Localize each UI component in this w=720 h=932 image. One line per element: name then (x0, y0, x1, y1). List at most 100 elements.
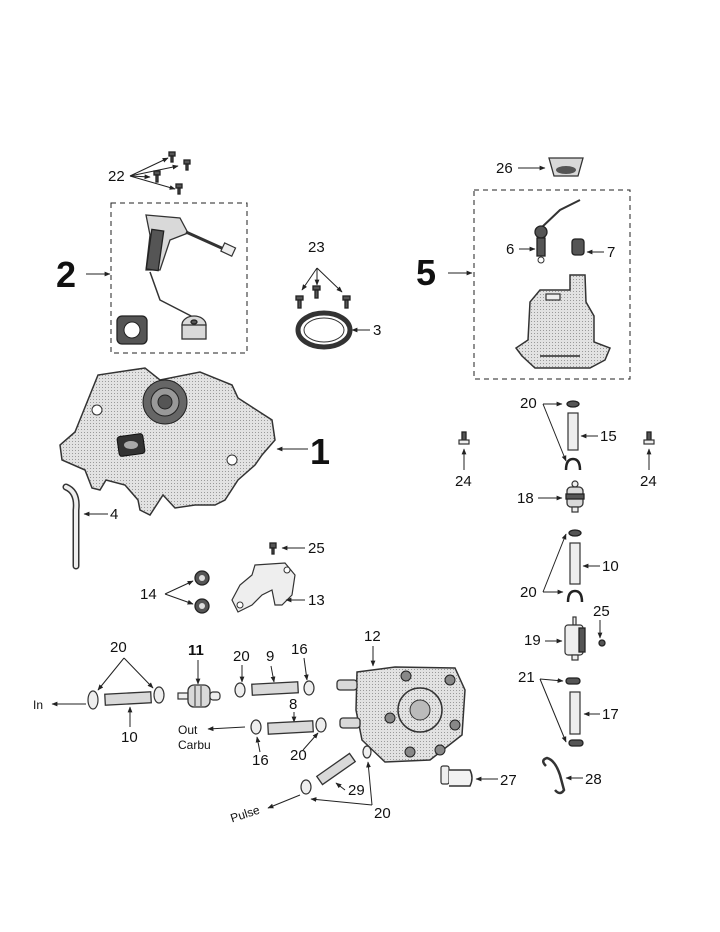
hose-icon (251, 681, 299, 696)
callout-10-b: 10 (602, 558, 619, 575)
screw-icon (598, 639, 606, 647)
wiring-connector-icon (534, 199, 581, 264)
sender-gasket-icon (116, 315, 148, 345)
hose-clamp-icon (568, 739, 584, 747)
callout-1: 1 (310, 431, 330, 472)
callout-25-b: 25 (593, 603, 610, 620)
connector-plug-icon (571, 238, 585, 256)
hose-icon (569, 691, 581, 735)
flow-label-in: In (33, 698, 43, 712)
bolt-icon (646, 431, 652, 441)
callout-22: 22 (108, 168, 125, 185)
hose-clamp-icon (87, 686, 165, 710)
sender-port-icon (116, 433, 146, 457)
assembly-5-pump: 5 6 7 (416, 189, 631, 380)
callout-23: 23 (308, 239, 325, 256)
hose-icon (267, 720, 314, 735)
hose-icon (104, 691, 152, 706)
hose-clamp-icon (234, 682, 246, 698)
callout-15: 15 (600, 428, 617, 445)
callout-13: 13 (308, 592, 325, 609)
part-3-ring: 3 (295, 310, 381, 350)
callout-16-b: 16 (252, 752, 269, 769)
callout-29: 29 (348, 782, 365, 799)
nuts-14: 14 (140, 570, 210, 614)
hose-clamp-icon (303, 680, 315, 696)
callout-18: 18 (517, 490, 534, 507)
fuel-line-8: 8 Out Carbu 16 20 (178, 696, 327, 769)
callout-9: 9 (266, 648, 274, 665)
callout-24-b: 24 (640, 473, 657, 490)
callout-20-b: 20 (233, 648, 250, 665)
part-11-fuel-filter: 11 (177, 642, 221, 708)
callout-12: 12 (364, 628, 381, 645)
callout-17: 17 (602, 706, 619, 723)
callout-6: 6 (506, 241, 514, 258)
callout-5: 5 (416, 252, 436, 293)
hose-clamp-icon (362, 745, 372, 759)
callout-19: 19 (524, 632, 541, 649)
callout-26: 26 (496, 160, 513, 177)
part-19-pump: 25 19 (524, 603, 610, 661)
flow-label-carbu: Carbu (178, 738, 211, 752)
electric-pump-icon (564, 616, 586, 661)
hose-clamp-icon (250, 719, 262, 735)
callout-11: 11 (188, 642, 204, 659)
screw-icon (269, 542, 277, 549)
bolt-24-left: 24 (455, 431, 472, 490)
callout-16-a: 16 (291, 641, 308, 658)
bolt-24-right: 24 (640, 431, 657, 490)
hose-icon (567, 412, 579, 451)
callout-2: 2 (56, 254, 76, 295)
callout-28: 28 (585, 771, 602, 788)
fuel-line-15: 20 15 (520, 395, 617, 471)
callout-20-c: 20 (290, 747, 307, 764)
flow-label-out: Out (178, 723, 198, 737)
screw-icon (153, 151, 191, 195)
part-27-clamp: 27 (440, 765, 517, 789)
part-1-fuel-tank: 1 (59, 367, 330, 516)
hose-icon (315, 752, 357, 786)
part-28-clip: 28 (542, 756, 602, 795)
fuel-level-sender-icon (145, 214, 237, 340)
fuel-line-9: 20 9 16 (233, 641, 315, 698)
callout-20-e: 20 (520, 395, 537, 412)
fuel-filter-icon (177, 684, 221, 708)
callout-21: 21 (518, 669, 535, 686)
hose-clamp-icon (300, 779, 312, 795)
part-26-cap: 26 (496, 157, 584, 177)
fuel-pump-housing-icon (514, 274, 611, 369)
hose-clamp-icon (565, 677, 581, 685)
clamp-icon (440, 765, 473, 787)
clip-icon (542, 756, 566, 795)
screw-icon (295, 285, 351, 309)
callout-10-a: 10 (121, 729, 138, 746)
callout-24-a: 24 (455, 473, 472, 490)
callout-20-d: 20 (374, 805, 391, 822)
callout-4: 4 (110, 506, 118, 523)
fuel-line-17: 21 17 (518, 669, 619, 747)
callout-27: 27 (500, 772, 517, 789)
callout-7: 7 (607, 244, 615, 261)
callout-14: 14 (140, 586, 157, 603)
fuel-line-10-right: 10 20 (520, 529, 619, 603)
assembly-2-sender: 2 (56, 202, 248, 354)
hose-clamp-icon (568, 529, 582, 537)
valve-icon (565, 480, 585, 513)
part-12-vacuum-pump: 12 (336, 628, 466, 763)
hose-clamp-icon (564, 457, 582, 471)
part-13-bracket: 13 (231, 562, 325, 613)
part-4-hose: 4 (62, 483, 118, 570)
screw-25-top: 25 (269, 540, 325, 557)
callout-3: 3 (373, 322, 381, 339)
callout-20-a: 20 (110, 639, 127, 656)
hose-clamp-icon (315, 717, 327, 733)
fuel-cap-opening-icon (142, 379, 188, 425)
screws-22: 22 (108, 151, 191, 195)
callout-8: 8 (289, 696, 297, 713)
callout-25-a: 25 (308, 540, 325, 557)
callout-20-f: 20 (520, 584, 537, 601)
hose-clamp-icon (566, 400, 580, 408)
screws-23: 23 (295, 239, 351, 309)
part-18-valve: 18 (517, 480, 585, 513)
